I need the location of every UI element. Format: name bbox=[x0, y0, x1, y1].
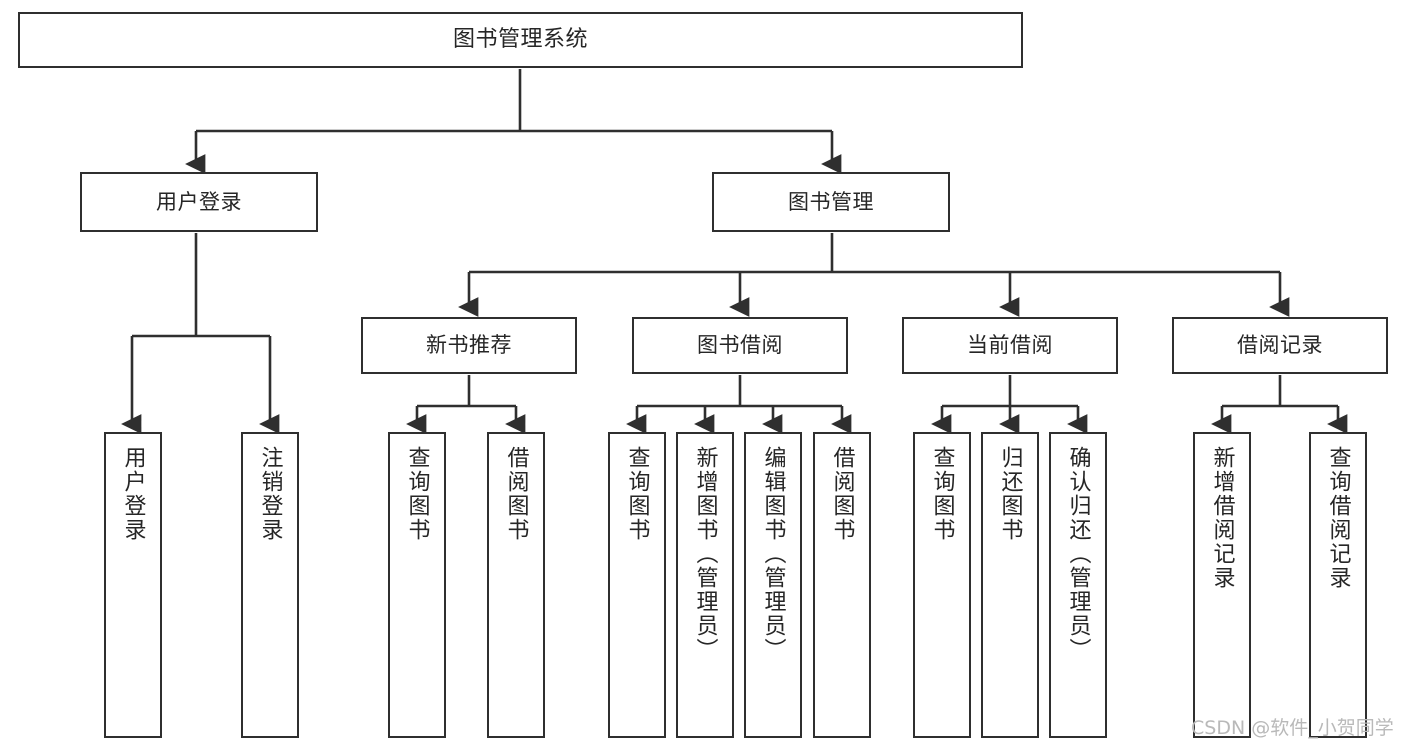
node-new-book-recommendation-label: 新书推荐 bbox=[426, 333, 512, 358]
csdn-watermark: CSDN @软件_小贺同学 bbox=[1191, 717, 1394, 739]
node-leaf-add-borrowing-record-label: 新增借阅记录 bbox=[1209, 446, 1235, 590]
node-leaf-query-book-borrowing-label: 查询图书 bbox=[624, 446, 650, 542]
node-borrowing-record[interactable]: 借阅记录 bbox=[1172, 317, 1388, 374]
node-leaf-confirm-return-admin-label: 确认归还（管理员） bbox=[1065, 446, 1091, 662]
node-book-management-label: 图书管理 bbox=[788, 189, 874, 214]
node-root-book-management-system[interactable]: 图书管理系统 bbox=[18, 12, 1023, 68]
node-user-login[interactable]: 用户登录 bbox=[80, 172, 318, 232]
node-root-label: 图书管理系统 bbox=[452, 27, 588, 53]
node-book-borrowing[interactable]: 图书借阅 bbox=[632, 317, 848, 374]
node-leaf-query-book-recommendation-label: 查询图书 bbox=[404, 446, 430, 542]
node-new-book-recommendation[interactable]: 新书推荐 bbox=[361, 317, 577, 374]
node-leaf-return-book[interactable]: 归还图书 bbox=[981, 432, 1039, 738]
node-leaf-borrow-book-borrowing-label: 借阅图书 bbox=[829, 446, 855, 542]
node-leaf-add-book-admin-label: 新增图书（管理员） bbox=[692, 446, 718, 662]
node-leaf-query-borrowing-record[interactable]: 查询借阅记录 bbox=[1309, 432, 1367, 738]
node-leaf-query-book-current[interactable]: 查询图书 bbox=[913, 432, 971, 738]
node-leaf-edit-book-admin-label: 编辑图书（管理员） bbox=[760, 446, 786, 662]
node-leaf-edit-book-admin[interactable]: 编辑图书（管理员） bbox=[744, 432, 802, 738]
node-leaf-borrow-book-borrowing[interactable]: 借阅图书 bbox=[813, 432, 871, 738]
node-leaf-logout-label: 注销登录 bbox=[257, 446, 283, 542]
node-leaf-return-book-label: 归还图书 bbox=[997, 446, 1023, 542]
node-book-borrowing-label: 图书借阅 bbox=[697, 333, 783, 358]
node-leaf-user-login-label: 用户登录 bbox=[120, 446, 146, 542]
node-leaf-user-login[interactable]: 用户登录 bbox=[104, 432, 162, 738]
node-leaf-add-borrowing-record[interactable]: 新增借阅记录 bbox=[1193, 432, 1251, 738]
node-current-borrowing[interactable]: 当前借阅 bbox=[902, 317, 1118, 374]
node-leaf-query-book-current-label: 查询图书 bbox=[929, 446, 955, 542]
node-leaf-logout[interactable]: 注销登录 bbox=[241, 432, 299, 738]
node-leaf-borrow-book-recommendation-label: 借阅图书 bbox=[503, 446, 529, 542]
node-leaf-add-book-admin[interactable]: 新增图书（管理员） bbox=[676, 432, 734, 738]
node-book-management[interactable]: 图书管理 bbox=[712, 172, 950, 232]
node-leaf-query-borrowing-record-label: 查询借阅记录 bbox=[1325, 446, 1351, 590]
node-leaf-confirm-return-admin[interactable]: 确认归还（管理员） bbox=[1049, 432, 1107, 738]
node-leaf-query-book-recommendation[interactable]: 查询图书 bbox=[388, 432, 446, 738]
node-current-borrowing-label: 当前借阅 bbox=[967, 333, 1053, 358]
node-leaf-borrow-book-recommendation[interactable]: 借阅图书 bbox=[487, 432, 545, 738]
node-borrowing-record-label: 借阅记录 bbox=[1237, 333, 1323, 358]
node-leaf-query-book-borrowing[interactable]: 查询图书 bbox=[608, 432, 666, 738]
node-user-login-label: 用户登录 bbox=[156, 189, 242, 214]
